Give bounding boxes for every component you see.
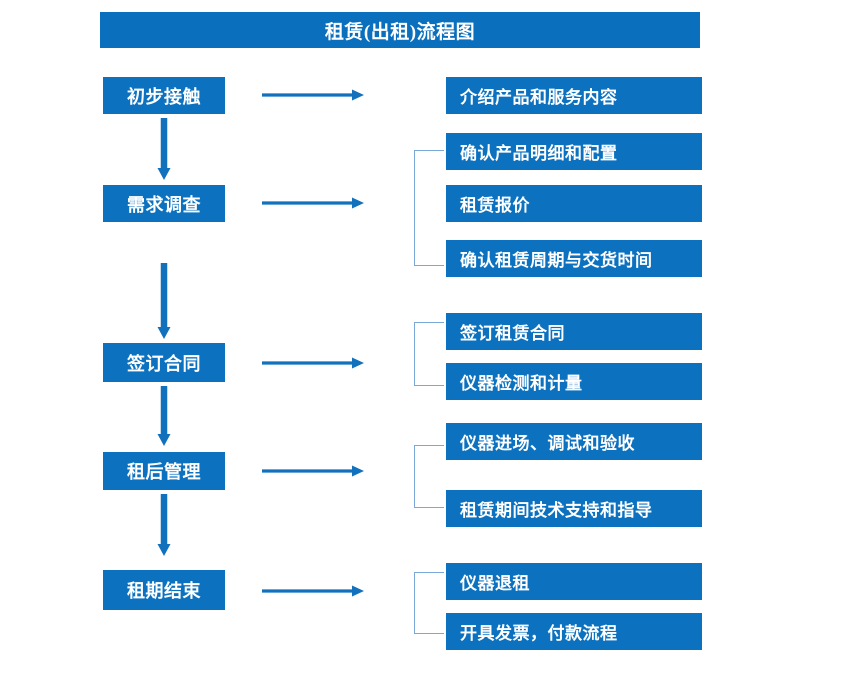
- detail-box-5-2[interactable]: 开具发票，付款流程: [446, 613, 702, 650]
- down-arrow-icon-4: [156, 494, 172, 556]
- left-bracket-icon-5: [414, 572, 444, 634]
- stage-box-3[interactable]: 签订合同: [103, 343, 225, 382]
- detail-box-2-2[interactable]: 租赁报价: [446, 185, 702, 222]
- left-bracket-icon-4: [414, 445, 444, 508]
- detail-box-2-1[interactable]: 确认产品明细和配置: [446, 133, 702, 170]
- stage-box-1[interactable]: 初步接触: [103, 77, 225, 114]
- stage-box-5[interactable]: 租期结束: [103, 570, 225, 610]
- detail-box-3-1[interactable]: 签订租赁合同: [446, 313, 702, 350]
- detail-box-5-1[interactable]: 仪器退租: [446, 563, 702, 600]
- down-arrow-icon-3: [156, 386, 172, 446]
- right-arrow-icon-2: [262, 195, 364, 211]
- detail-box-4-2[interactable]: 租赁期间技术支持和指导: [446, 490, 702, 527]
- detail-box-2-3[interactable]: 确认租赁周期与交货时间: [446, 240, 702, 277]
- right-arrow-icon-3: [262, 355, 364, 371]
- stage-box-4[interactable]: 租后管理: [103, 452, 225, 490]
- diagram-title: 租赁(出租)流程图: [100, 12, 700, 48]
- right-arrow-icon-4: [262, 463, 364, 479]
- detail-box-4-1[interactable]: 仪器进场、调试和验收: [446, 423, 702, 460]
- down-arrow-icon-2: [156, 263, 172, 339]
- left-bracket-icon-3: [414, 322, 444, 386]
- detail-box-3-2[interactable]: 仪器检测和计量: [446, 363, 702, 400]
- right-arrow-icon-1: [262, 87, 364, 103]
- stage-box-2[interactable]: 需求调查: [103, 185, 225, 222]
- detail-box-1-1[interactable]: 介绍产品和服务内容: [446, 77, 702, 114]
- left-bracket-icon-2: [414, 150, 444, 266]
- right-arrow-icon-5: [262, 583, 364, 599]
- down-arrow-icon-1: [156, 118, 172, 180]
